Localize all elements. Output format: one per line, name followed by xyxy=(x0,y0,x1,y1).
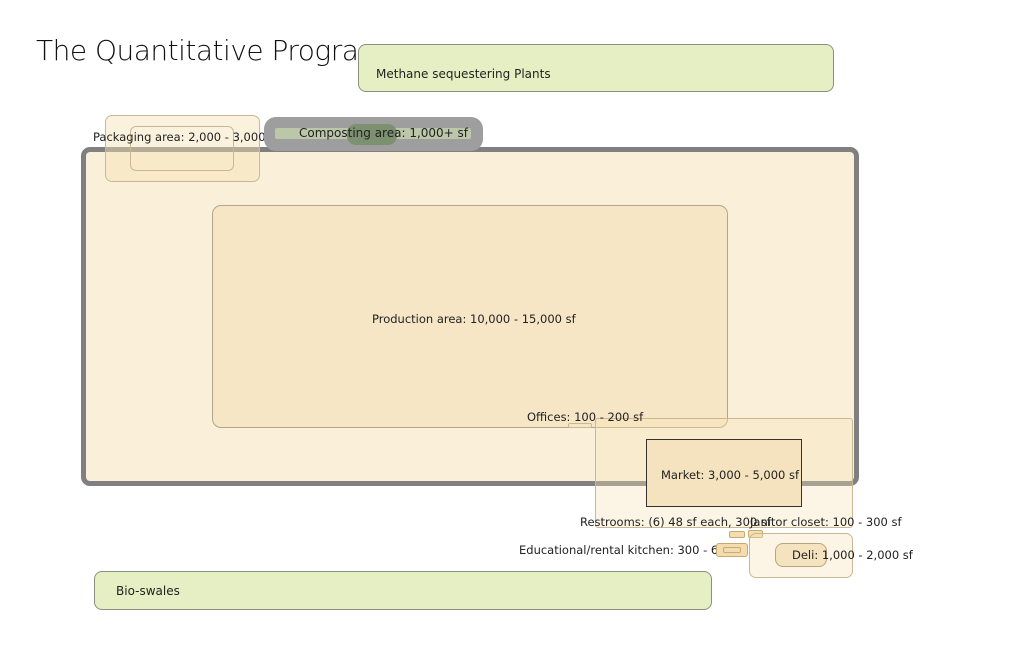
kitchen-area xyxy=(716,543,748,557)
diagram-title: The Quantitative Program xyxy=(36,34,386,67)
packaging-area-label: Packaging area: 2,000 - 3,000 sf xyxy=(93,130,280,144)
deli-label: Deli: 1,000 - 2,000 sf xyxy=(792,548,913,562)
deli-area xyxy=(775,543,827,567)
bio-swales-label: Bio-swales xyxy=(116,584,180,598)
restrooms-area xyxy=(729,531,745,538)
packaging-area-inner xyxy=(130,126,234,171)
methane-plants-label: Methane sequestering Plants xyxy=(376,67,551,81)
production-area xyxy=(212,205,728,428)
offices-area xyxy=(568,423,592,428)
composting-core xyxy=(347,124,397,145)
bio-swales-zone xyxy=(94,571,712,610)
production-area-label: Production area: 10,000 - 15,000 sf xyxy=(372,312,576,326)
offices-label: Offices: 100 - 200 sf xyxy=(527,410,644,424)
kitchen-area-inner xyxy=(723,547,741,553)
market-area-label: Market: 3,000 - 5,000 sf xyxy=(661,468,800,482)
restrooms-label: Restrooms: (6) 48 sf each, 300 sf xyxy=(580,515,771,529)
composting-area-label: Composting area: 1,000+ sf xyxy=(299,126,469,140)
methane-plants-zone xyxy=(358,44,834,92)
janitor-closet-label: Janitor closet: 100 - 300 sf xyxy=(750,515,902,529)
market-area xyxy=(646,439,802,507)
kitchen-label: Educational/rental kitchen: 300 - 600 sf xyxy=(519,543,747,557)
